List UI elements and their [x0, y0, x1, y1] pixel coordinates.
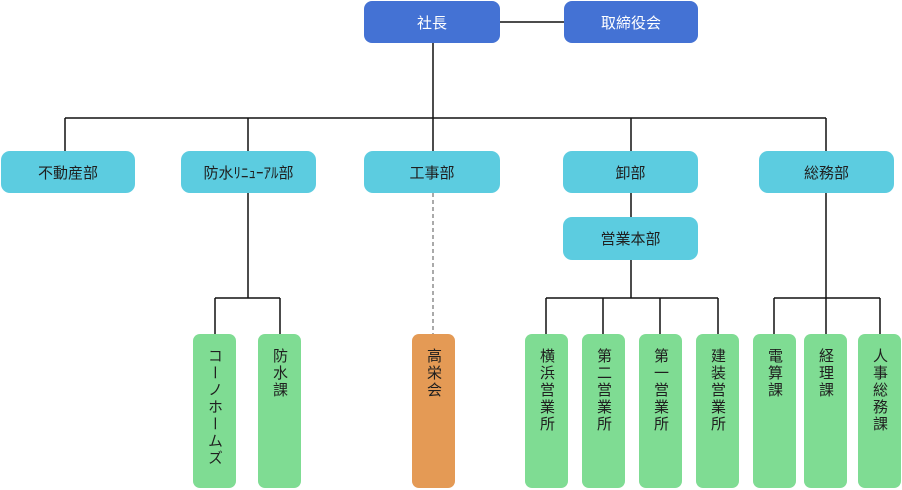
board-label: 取締役会 — [600, 13, 661, 32]
dept-wholesale[interactable]: 卸部 — [563, 151, 698, 193]
section-koeikai[interactable]: 高栄会 — [412, 334, 455, 488]
section-accounting[interactable]: 経理課 — [804, 334, 847, 488]
section-computing[interactable]: 電算課 — [753, 334, 796, 488]
sales-hq-label: 営業本部 — [600, 230, 661, 248]
section-konohomes-label: コーノホームズ — [206, 348, 224, 467]
dept-real-estate[interactable]: 不動産部 — [1, 151, 135, 193]
dept-waterproof-renewal[interactable]: 防水ﾘﾆｭｰｱﾙ部 — [181, 151, 316, 193]
dept-construction[interactable]: 工事部 — [364, 151, 500, 193]
president-label: 社長 — [416, 13, 447, 32]
section-personnel-label: 人事総務課 — [871, 348, 889, 433]
dept-real-estate-label: 不動産部 — [37, 163, 98, 182]
dept-general-affairs-label: 総務部 — [803, 163, 849, 182]
section-yokohama-label: 横浜営業所 — [538, 348, 556, 433]
section-first-office[interactable]: 第一営業所 — [639, 334, 682, 488]
dept-wholesale-label: 卸部 — [615, 163, 646, 182]
section-first-office-label: 第一営業所 — [652, 348, 670, 433]
board-box[interactable]: 取締役会 — [564, 1, 698, 43]
dept-waterproof-renewal-label: 防水ﾘﾆｭｰｱﾙ部 — [203, 163, 294, 182]
section-koeikai-label: 高栄会 — [425, 348, 443, 399]
section-personnel[interactable]: 人事総務課 — [858, 334, 901, 488]
section-computing-label: 電算課 — [766, 348, 784, 399]
section-second-office[interactable]: 第二営業所 — [582, 334, 625, 488]
section-waterproof[interactable]: 防水課 — [258, 334, 301, 488]
dept-construction-label: 工事部 — [409, 163, 455, 182]
section-yokohama[interactable]: 横浜営業所 — [525, 334, 568, 488]
section-waterproof-label: 防水課 — [271, 348, 289, 399]
section-construction-office[interactable]: 建装営業所 — [696, 334, 739, 488]
dept-general-affairs[interactable]: 総務部 — [759, 151, 894, 193]
sales-hq-box[interactable]: 営業本部 — [563, 217, 698, 260]
section-konohomes[interactable]: コーノホームズ — [193, 334, 236, 488]
section-accounting-label: 経理課 — [817, 348, 835, 399]
section-second-office-label: 第二営業所 — [595, 348, 613, 433]
president-box[interactable]: 社長 — [364, 1, 500, 43]
section-construction-office-label: 建装営業所 — [709, 348, 727, 433]
